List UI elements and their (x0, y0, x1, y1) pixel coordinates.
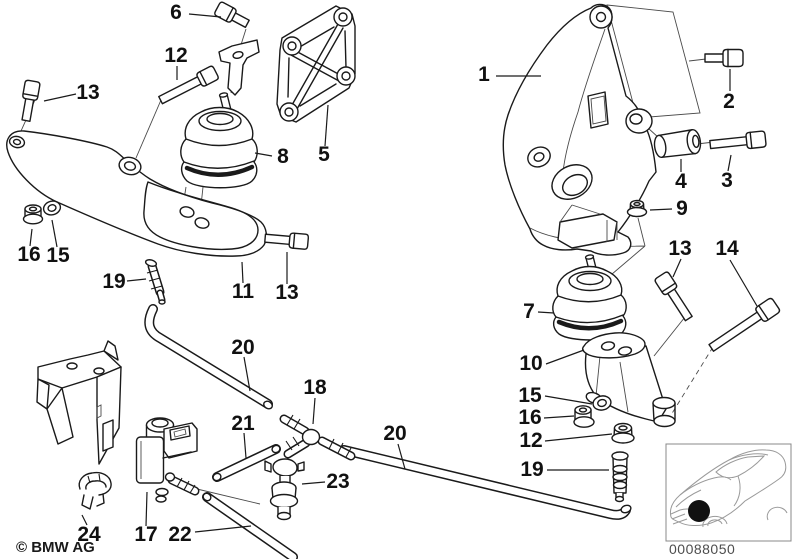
bolt-13-top-left (21, 79, 41, 122)
part-label-16: 16 (17, 243, 41, 266)
part-label-15: 15 (518, 384, 542, 407)
bolt-14 (708, 297, 781, 352)
hose-20-left (144, 304, 273, 410)
part-label-23: 23 (326, 470, 350, 493)
part-label-2: 2 (723, 90, 735, 113)
nut-16-left (22, 204, 44, 225)
clip-24 (78, 471, 112, 510)
bolt-13-right (654, 271, 693, 322)
part-label-19: 19 (520, 458, 544, 481)
part-label-17: 17 (134, 523, 158, 546)
part-label-9: 9 (676, 197, 688, 220)
part-label-20: 20 (383, 422, 407, 445)
part-8-engine-mount (180, 92, 258, 189)
part-label-4: 4 (675, 170, 687, 193)
location-marker-dot (688, 500, 710, 522)
nipple-19-left (144, 259, 166, 305)
bolt-2 (704, 48, 744, 68)
bolt-3 (709, 130, 767, 150)
part-label-24: 24 (77, 523, 101, 546)
bolt-13-arm-end (264, 232, 310, 250)
valve-17 (135, 417, 200, 503)
nipple-19-right (611, 451, 629, 503)
part-label-12: 12 (164, 44, 188, 67)
check-valve-23 (264, 458, 305, 521)
nut-16-right (573, 405, 595, 428)
part-label-20: 20 (231, 336, 255, 359)
leader-lines (29, 13, 758, 533)
bolt-12-left (158, 65, 219, 105)
washer-15-left (42, 200, 62, 216)
part-label-6: 6 (170, 1, 182, 24)
assembly-lines (20, 4, 715, 505)
part-5-bracket (218, 5, 356, 123)
part-7-engine-mount (552, 254, 627, 341)
hose-20-right (339, 445, 632, 520)
diagram-number: 00088050 (669, 541, 736, 557)
part-label-16: 16 (518, 406, 542, 429)
part-label-15: 15 (46, 244, 70, 267)
part-label-3: 3 (721, 169, 733, 192)
part-label-7: 7 (523, 300, 535, 323)
spacer-4 (653, 129, 702, 158)
holder-bracket (36, 340, 122, 465)
part-label-12: 12 (519, 429, 543, 452)
nut-9 (626, 199, 648, 218)
part-1-bracket (502, 3, 657, 256)
part-label-13: 13 (668, 237, 692, 260)
part-label-8: 8 (277, 145, 289, 168)
part-label-13: 13 (275, 281, 299, 304)
part-label-13: 13 (76, 81, 100, 104)
part-label-5: 5 (318, 143, 330, 166)
part-label-1: 1 (478, 63, 490, 86)
part-label-11: 11 (231, 280, 255, 303)
part-label-21: 21 (231, 412, 255, 435)
part-label-18: 18 (303, 376, 327, 399)
part-label-10: 10 (519, 352, 543, 375)
hose-22 (202, 492, 298, 559)
hose-21 (212, 444, 281, 482)
part-label-22: 22 (168, 523, 192, 546)
tee-connector-18 (279, 414, 356, 461)
part-label-14: 14 (715, 237, 739, 260)
car-location-inset (665, 443, 792, 542)
grommet-12-right (611, 422, 635, 444)
washer-15-right (592, 395, 612, 411)
part-label-19: 19 (102, 270, 126, 293)
copyright-text: © BMW AG (16, 539, 95, 556)
bolt-6 (214, 1, 250, 29)
